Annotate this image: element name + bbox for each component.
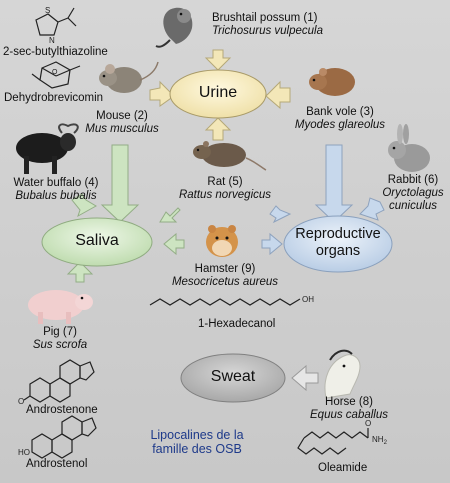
arrow-mouse-saliva (100, 144, 140, 223)
rabbit-latin-name-line2: cuniculus (389, 200, 437, 212)
arrow-mouse-urine (149, 80, 175, 107)
thiazoline-n-atom: N (49, 36, 55, 45)
rat-illustration (193, 141, 267, 171)
arrow-hamster-saliva (163, 232, 185, 256)
bank-vole-common-name: Bank vole (3) (306, 106, 374, 118)
arrow-rat-repro (269, 205, 292, 224)
horse-common-name: Horse (8) (325, 396, 373, 408)
rat-common-name: Rat (5) (207, 176, 243, 188)
arrow-pig-saliva (66, 261, 94, 283)
urine-arrows (149, 49, 291, 141)
mouse-latin-name: Mus musculus (85, 123, 159, 135)
arrow-hamster-repro (261, 232, 283, 256)
pig-illustration (28, 290, 93, 324)
footer-caption: Lipocalines de la famille des OSB (138, 428, 256, 456)
arrow-rabbit-repro (359, 197, 385, 221)
hamster-latin-name: Mesocricetus aureus (171, 276, 279, 288)
mouse-illustration (99, 61, 159, 93)
androstenol-structure (31, 415, 97, 459)
bank-vole-illustration (309, 68, 355, 96)
water-buffalo-label: Water buffalo (4) Bubalus bubalis (6, 177, 106, 203)
brevicomin-structure (31, 61, 81, 89)
androstenone-o-atom: O (18, 397, 24, 406)
possum-illustration (155, 7, 193, 48)
rabbit-common-name: Rabbit (6) (387, 174, 439, 186)
hexadecanol-label: 1-Hexadecanol (198, 318, 276, 330)
oleamide-nh-subscript: 2 (384, 440, 388, 446)
saliva-hub (41, 217, 153, 267)
water-buffalo-latin-name: Bubalus bubalis (15, 190, 97, 202)
arrow-vole-urine (265, 80, 291, 110)
oleamide-label: Oleamide (318, 462, 368, 474)
footer-line1: Lipocalines de la (150, 428, 244, 442)
thiazoline-label: 2-sec-butylthiazoline (3, 46, 108, 58)
arrow-rat-saliva (159, 207, 181, 223)
oleamide-nh2: NH2 (372, 435, 388, 446)
rabbit-latin-name-line1: Oryctolagus (382, 187, 444, 199)
arrow-rat-urine (204, 117, 232, 141)
pig-common-name: Pig (7) (43, 326, 77, 338)
hexadecanol-oh: OH (302, 295, 314, 304)
pig-label: Pig (7) Sus scrofa (32, 326, 88, 352)
reproductive-hub-label-line1: Reproductive (295, 226, 381, 242)
horse-label: Horse (8) Equus caballus (306, 396, 392, 422)
androstenone-label: Androstenone (26, 404, 98, 416)
rat-latin-name: Rattus norvegicus (178, 189, 272, 201)
oleamide-nh: NH (372, 435, 384, 444)
bank-vole-label: Bank vole (3) Myodes glareolus (292, 106, 388, 132)
saliva-arrows (66, 144, 185, 283)
thiazoline-structure (35, 7, 77, 36)
thiazoline-s-atom: S (45, 6, 50, 15)
rabbit-label: Rabbit (6) Oryctolagus cuniculus (380, 174, 446, 213)
possum-latin-name: Trichosurus vulpecula (212, 25, 324, 37)
sweat-hub-label: Sweat (210, 368, 256, 385)
reproductive-hub-label: Reproductive organs (290, 226, 386, 260)
urine-hub-label: Urine (198, 84, 238, 101)
hamster-label: Hamster (9) Mesocricetus aureus (162, 263, 288, 289)
horse-latin-name: Equus caballus (310, 409, 388, 421)
reproductive-arrows (261, 144, 385, 256)
possum-common-name: Brushtail possum (1) (212, 12, 318, 24)
oleamide-structure (297, 428, 369, 455)
androstenone-structure (23, 359, 95, 403)
oleamide-o-atom: O (365, 419, 371, 428)
reproductive-hub (283, 215, 393, 273)
mouse-common-name: Mouse (2) (96, 110, 148, 122)
hamster-common-name: Hamster (9) (194, 263, 256, 275)
androstenol-label: Androstenol (26, 458, 88, 470)
arrow-horse-sweat (291, 364, 319, 392)
bank-vole-latin-name: Myodes glareolus (294, 119, 386, 131)
footer-line2: famille des OSB (152, 442, 242, 456)
water-buffalo-common-name: Water buffalo (4) (13, 177, 99, 189)
hexadecanol-structure (149, 298, 301, 306)
possum-label: Brushtail possum (1) Trichosurus vulpecu… (212, 12, 323, 38)
arrow-buffalo-saliva (71, 193, 97, 218)
brevicomin-o-atom: O (52, 69, 58, 76)
water-buffalo-illustration (16, 123, 79, 174)
arrow-possum-urine (204, 49, 232, 71)
urine-hub (169, 69, 267, 119)
hamster-illustration (206, 225, 238, 257)
sweat-arrows (291, 364, 319, 392)
saliva-hub-label: Saliva (75, 232, 119, 249)
sweat-hub (180, 353, 286, 403)
horse-illustration (324, 349, 361, 399)
mouse-label: Mouse (2) Mus musculus (82, 110, 162, 136)
rat-label: Rat (5) Rattus norvegicus (176, 176, 274, 202)
brevicomin-label: Dehydrobrevicomin (4, 92, 104, 104)
arrow-vole-repro (314, 144, 354, 223)
rabbit-illustration (388, 124, 430, 172)
androstenol-ho-atom: HO (18, 448, 30, 457)
reproductive-hub-label-line2: organs (315, 243, 361, 259)
pig-latin-name: Sus scrofa (32, 339, 88, 351)
